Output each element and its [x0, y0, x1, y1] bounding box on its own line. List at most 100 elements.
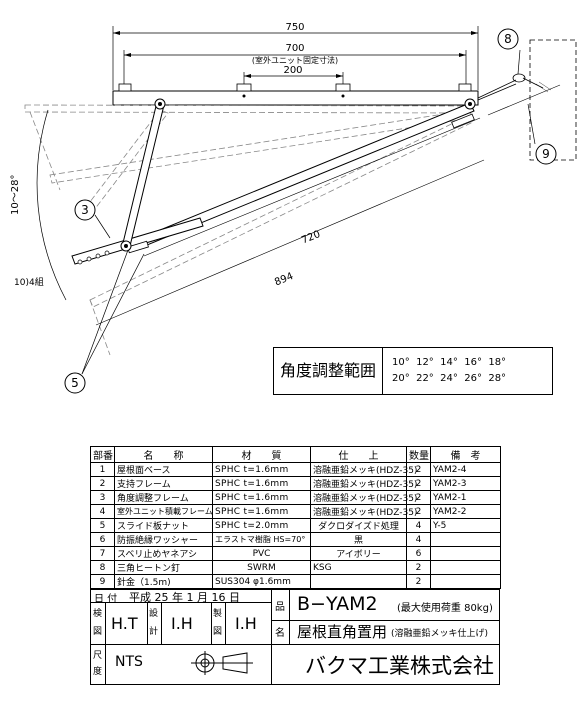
- cell-finish: アイボリー: [310, 546, 407, 561]
- cell-finish: 溶融亜鉛メッキ(HDZ-35): [310, 476, 417, 491]
- header-name: 名 称: [114, 446, 213, 463]
- svg-text:8: 8: [504, 32, 512, 46]
- assembly-drawing: 750 700 (室外ユニット固定寸法) 200: [10, 22, 577, 394]
- dim-200: 200: [283, 65, 302, 76]
- cell-material: SPHC t=1.6mm: [212, 504, 311, 519]
- balloon-9: 9: [535, 143, 557, 165]
- cell-qty: 6: [406, 546, 431, 561]
- cell-material: SPHC t=1.6mm: [212, 490, 311, 505]
- cell-finish: 溶融亜鉛メッキ(HDZ-35): [310, 490, 417, 505]
- parts-table: 部番 名 称 材 質 仕 上 数量 備 考 1 屋根面ベース SPHC t=1.…: [90, 446, 501, 589]
- cell-remarks: [430, 560, 501, 575]
- dim-894: 894: [273, 271, 295, 288]
- header-no: 部番: [90, 446, 115, 463]
- cell-qty: 4: [406, 518, 431, 533]
- balloon-8: 8: [497, 28, 519, 50]
- check-label: 検図: [93, 609, 103, 637]
- cell-material: エラストマ樹脂 HS=70°: [212, 532, 311, 547]
- cell-material: SUS304 φ1.6mm: [212, 574, 311, 589]
- svg-text:9: 9: [542, 147, 550, 161]
- cell-name: 三角ヒートン釘: [114, 560, 213, 575]
- cell-no: 1: [90, 462, 115, 477]
- cell-no: 9: [90, 574, 115, 589]
- balloon-5: 5: [64, 372, 86, 394]
- company-name: バクマ工業株式会社: [305, 654, 494, 678]
- cell-name: 室外ユニット積載フレーム: [114, 504, 213, 519]
- cell-remarks: YAM2-2: [430, 504, 501, 519]
- table-row: 3 角度調整フレーム SPHC t=1.6mm 溶融亜鉛メッキ(HDZ-35) …: [90, 490, 501, 505]
- cell-no: 2: [90, 476, 115, 491]
- dim-700: 700: [285, 43, 304, 54]
- dim-750: 750: [285, 22, 304, 33]
- cell-remarks: YAM2-3: [430, 476, 501, 491]
- svg-text:5: 5: [71, 376, 79, 390]
- table-row: 1 屋根面ベース SPHC t=1.6mm 溶融亜鉛メッキ(HDZ-35) 2 …: [90, 462, 501, 477]
- table-row: 9 針金（1.5m) SUS304 φ1.6mm 2: [90, 574, 501, 589]
- cell-name: 針金（1.5m): [114, 574, 213, 589]
- header-remarks: 備 考: [430, 446, 501, 463]
- cell-qty: 4: [406, 532, 431, 547]
- cell-name: 屋根面ベース: [114, 462, 213, 477]
- cell-finish: [310, 574, 407, 589]
- table-row: 7 スベリ止めヤネアシ PVC アイボリー 6: [90, 546, 501, 561]
- scale-label: 尺度: [93, 651, 103, 677]
- load-note: (最大使用荷重 80kg): [397, 603, 493, 614]
- finish-note: (溶融亜鉛メッキ仕上げ): [391, 629, 489, 639]
- cell-material: PVC: [212, 546, 311, 561]
- cell-remarks: [430, 532, 501, 547]
- projection-symbol-icon: [191, 651, 253, 675]
- svg-text:3: 3: [81, 203, 89, 217]
- design-label: 設計: [149, 609, 159, 637]
- header-qty: 数量: [406, 446, 431, 463]
- balloon-3: 3: [74, 199, 96, 221]
- cell-name: 支持フレーム: [114, 476, 213, 491]
- model-number: B−YAM2: [297, 593, 378, 615]
- mei-label: 名: [275, 628, 285, 639]
- drawn-name: I.H: [235, 614, 257, 633]
- cell-material: SWRM: [212, 560, 311, 575]
- header-finish: 仕 上: [310, 446, 407, 463]
- cell-name: 角度調整フレーム: [114, 490, 213, 505]
- cell-no: 3: [90, 490, 115, 505]
- angle-values-row-2: 20° 22° 24° 26° 28°: [392, 373, 507, 384]
- cell-no: 7: [90, 546, 115, 561]
- cell-finish: 溶融亜鉛メッキ(HDZ-35): [310, 504, 417, 519]
- angle-range-title: 角度調整範囲: [274, 348, 383, 394]
- table-row: 8 三角ヒートン釘 SWRM KSG 2: [90, 560, 501, 575]
- cell-no: 8: [90, 560, 115, 575]
- dim-note: (室外ユニット固定寸法): [252, 55, 338, 65]
- table-row: 2 支持フレーム SPHC t=1.6mm 溶融亜鉛メッキ(HDZ-35) 2 …: [90, 476, 501, 491]
- cell-no: 4: [90, 504, 115, 519]
- parts-header-row: 部番 名 称 材 質 仕 上 数量 備 考: [90, 446, 501, 463]
- check-name: H.T: [111, 614, 138, 633]
- cell-name: スライド板ナット: [114, 518, 213, 533]
- table-row: 4 室外ユニット積載フレーム SPHC t=1.6mm 溶融亜鉛メッキ(HDZ-…: [90, 504, 501, 519]
- title-block: 日 付 平成 25 年 1 月 16 日 検図 H.T 設計 I.H 製図 I.…: [90, 589, 500, 685]
- date-value: 平成 25 年 1 月 16 日: [129, 591, 240, 604]
- cell-no: 6: [90, 532, 115, 547]
- table-row: 5 スライド板ナット SPHC t=2.0mm ダクロダイズド処理 4 Y-5: [90, 518, 501, 533]
- date-label: 日 付: [94, 594, 118, 605]
- cell-material: SPHC t=1.6mm: [212, 476, 311, 491]
- cell-finish: KSG: [310, 560, 407, 575]
- cell-name: 防振絶縁ワッシャー: [114, 532, 213, 547]
- dim-720: 720: [300, 229, 322, 246]
- angle-range-box: 角度調整範囲 10° 12° 14° 16° 18° 20° 22° 24° 2…: [273, 347, 553, 395]
- ref-10-label: 10)4組: [14, 276, 44, 288]
- design-name: I.H: [171, 614, 193, 633]
- table-row: 6 防振絶縁ワッシャー エラストマ樹脂 HS=70° 黒 4: [90, 532, 501, 547]
- cell-finish: 溶融亜鉛メッキ(HDZ-35): [310, 462, 417, 477]
- cell-remarks: YAM2-4: [430, 462, 501, 477]
- cell-finish: ダクロダイズド処理: [310, 518, 407, 533]
- header-material: 材 質: [212, 446, 311, 463]
- product-name: 屋根直角置用: [297, 623, 388, 641]
- cell-name: スベリ止めヤネアシ: [114, 546, 213, 561]
- cell-remarks: [430, 546, 501, 561]
- cell-finish: 黒: [310, 532, 407, 547]
- cell-no: 5: [90, 518, 115, 533]
- angle-values-row-1: 10° 12° 14° 16° 18°: [392, 357, 507, 368]
- cell-remarks: YAM2-1: [430, 490, 501, 505]
- cell-remarks: [430, 574, 501, 589]
- cell-material: SPHC t=1.6mm: [212, 462, 311, 477]
- cell-material: SPHC t=2.0mm: [212, 518, 311, 533]
